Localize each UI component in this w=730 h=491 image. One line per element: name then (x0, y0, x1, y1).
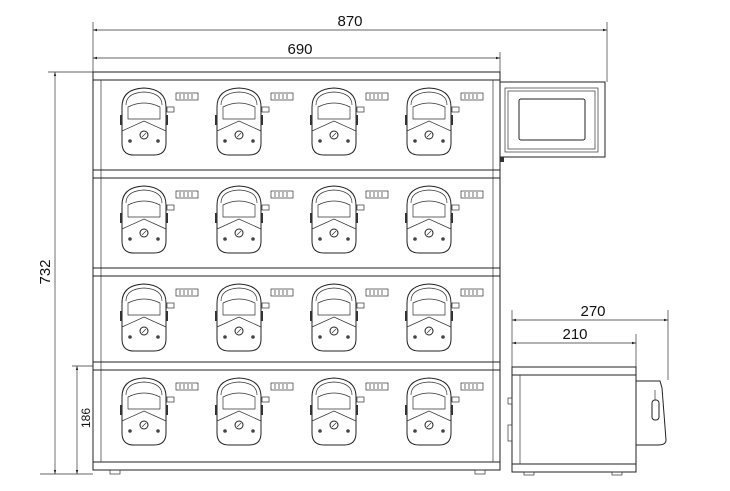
peristaltic-pump-icon (309, 87, 389, 156)
side-view: 270 210 (507, 303, 669, 476)
peristaltic-pump-icon (214, 283, 294, 352)
dimension-side-total-depth: 270 (512, 303, 668, 322)
dimension-cabinet-width: 690 (93, 41, 501, 72)
peristaltic-pump-icon (404, 377, 484, 446)
peristaltic-pump-icon (309, 185, 389, 254)
dimension-side-body-depth: 210 (512, 326, 636, 345)
dimension-label-732: 732 (37, 259, 54, 284)
peristaltic-pump-icon (119, 185, 199, 254)
pump-head-side-icon (635, 380, 667, 446)
peristaltic-pump-icon (309, 283, 389, 352)
dimension-overall-height: 732 (37, 71, 93, 475)
dimension-label-186: 186 (79, 408, 93, 428)
dimension-label-870: 870 (337, 13, 362, 30)
peristaltic-pump-icon (214, 87, 294, 156)
peristaltic-pump-icon (309, 377, 389, 446)
peristaltic-pump-icon (214, 185, 294, 254)
peristaltic-pump-icon (214, 377, 294, 446)
dimension-overall-width: 870 (92, 13, 608, 82)
touch-screen-controller (499, 81, 606, 162)
peristaltic-pump-icon (119, 283, 199, 352)
pump-cabinet-front-view (92, 71, 501, 475)
peristaltic-pump-icon (404, 283, 484, 352)
dimension-label-210: 210 (562, 326, 587, 343)
cabinet-foot-right (474, 469, 486, 475)
cabinet-foot-left (109, 469, 121, 475)
peristaltic-pump-icon (119, 377, 199, 446)
dimension-label-690: 690 (287, 41, 312, 58)
peristaltic-pump-icon (119, 87, 199, 156)
peristaltic-pump-icon (404, 87, 484, 156)
peristaltic-pump-icon (404, 185, 484, 254)
pump-grid (119, 87, 484, 446)
dimension-label-270: 270 (580, 303, 605, 320)
dimension-tier-height: 186 (72, 365, 93, 474)
